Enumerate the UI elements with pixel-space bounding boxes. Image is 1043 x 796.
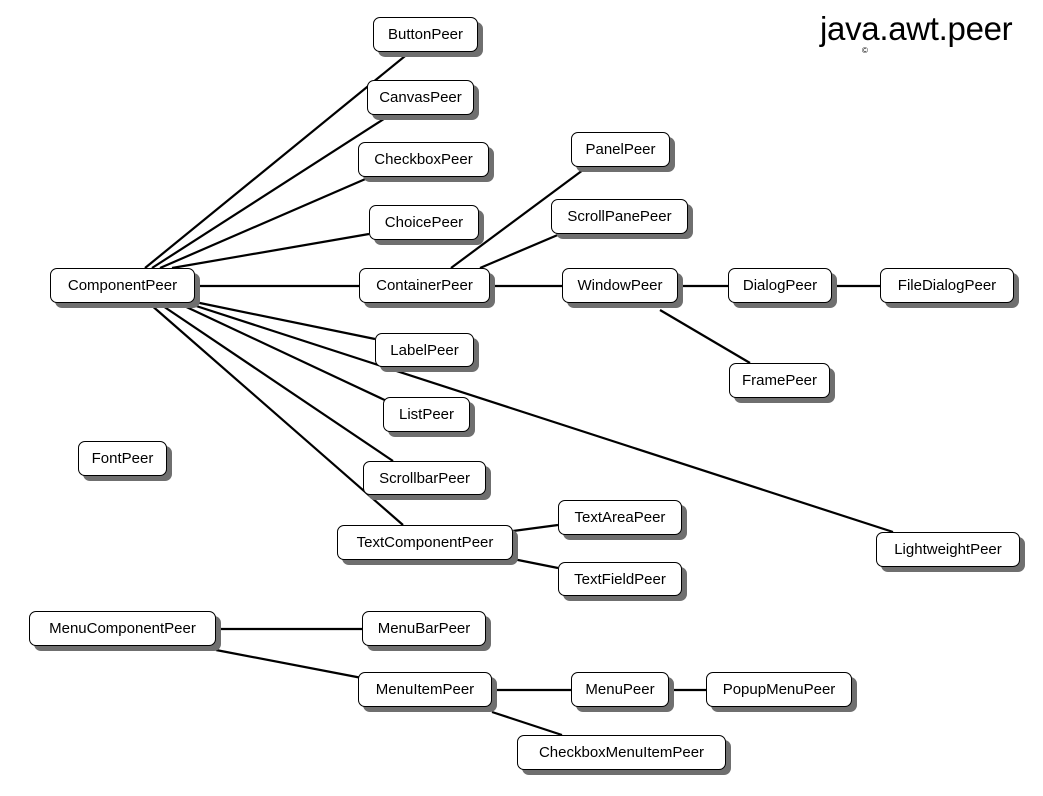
node-label: ButtonPeer: [387, 26, 464, 43]
edge-menu-component-peer-to-menu-item-peer: [215, 648, 363, 680]
node-label: ChoicePeer: [384, 214, 464, 231]
node-label: CheckboxPeer: [374, 151, 473, 168]
edge-component-peer-to-label-peer: [194, 300, 376, 341]
edge-component-peer-to-text-component-peer: [149, 303, 404, 526]
node-scrollbar-peer[interactable]: ScrollbarPeer: [363, 461, 486, 495]
node-label: MenuPeer: [585, 681, 655, 698]
node-label: CanvasPeer: [379, 89, 462, 106]
node-list-peer[interactable]: ListPeer: [383, 397, 470, 432]
node-label: TextComponentPeer: [356, 534, 494, 551]
node-font-peer[interactable]: FontPeer: [78, 441, 167, 476]
node-label-peer[interactable]: LabelPeer: [375, 333, 474, 367]
node-container-peer[interactable]: ContainerPeer: [359, 268, 490, 303]
node-menu-component-peer[interactable]: MenuComponentPeer: [29, 611, 216, 646]
node-checkbox-menu-item-peer[interactable]: CheckboxMenuItemPeer: [517, 735, 726, 770]
node-popup-menu-peer[interactable]: PopupMenuPeer: [706, 672, 852, 707]
node-text-area-peer[interactable]: TextAreaPeer: [558, 500, 682, 535]
node-dialog-peer[interactable]: DialogPeer: [728, 268, 832, 303]
node-file-dialog-peer[interactable]: FileDialogPeer: [880, 268, 1014, 303]
edge-component-peer-to-checkbox-peer: [159, 175, 371, 270]
copyright-mark: ©: [862, 46, 868, 55]
node-label: MenuComponentPeer: [49, 620, 196, 637]
node-label: LightweightPeer: [894, 541, 1002, 558]
node-button-peer[interactable]: ButtonPeer: [373, 17, 478, 52]
node-text-field-peer[interactable]: TextFieldPeer: [558, 562, 682, 596]
node-menu-item-peer[interactable]: MenuItemPeer: [358, 672, 492, 707]
edge-component-peer-to-lightweight-peer: [189, 302, 894, 534]
edge-menu-item-peer-to-checkbox-menu-item-peer: [491, 710, 563, 737]
node-menu-bar-peer[interactable]: MenuBarPeer: [362, 611, 486, 646]
edge-text-component-peer-to-text-field-peer: [512, 557, 559, 570]
node-label: ScrollPanePeer: [567, 208, 672, 225]
edge-window-peer-to-frame-peer: [659, 309, 751, 364]
node-lightweight-peer[interactable]: LightweightPeer: [876, 532, 1020, 567]
node-label: PopupMenuPeer: [722, 681, 836, 698]
node-menu-peer[interactable]: MenuPeer: [571, 672, 669, 707]
node-text-component-peer[interactable]: TextComponentPeer: [337, 525, 513, 560]
node-label: DialogPeer: [742, 277, 818, 294]
edge-component-peer-to-scrollbar-peer: [159, 303, 394, 462]
node-component-peer[interactable]: ComponentPeer: [50, 268, 195, 303]
edge-component-peer-to-choice-peer: [171, 232, 370, 270]
package-title: java.awt.peer: [820, 10, 1013, 47]
node-label: LabelPeer: [390, 341, 459, 359]
edge-container-peer-to-scroll-pane-peer: [479, 232, 561, 270]
node-label: ComponentPeer: [67, 277, 178, 294]
node-canvas-peer[interactable]: CanvasPeer: [367, 80, 474, 115]
node-label: PanelPeer: [585, 141, 656, 158]
node-label: MenuItemPeer: [375, 681, 475, 698]
edge-text-component-peer-to-text-area-peer: [512, 523, 559, 533]
node-label: ListPeer: [398, 406, 455, 423]
node-label: FontPeer: [91, 450, 154, 467]
node-label: MenuBarPeer: [377, 620, 471, 637]
node-label: FramePeer: [741, 372, 818, 389]
node-checkbox-peer[interactable]: CheckboxPeer: [358, 142, 489, 177]
node-label: ScrollbarPeer: [379, 469, 470, 487]
edge-component-peer-to-button-peer: [144, 51, 411, 269]
node-window-peer[interactable]: WindowPeer: [562, 268, 678, 303]
node-label: TextAreaPeer: [574, 509, 666, 526]
node-choice-peer[interactable]: ChoicePeer: [369, 205, 479, 240]
node-scroll-pane-peer[interactable]: ScrollPanePeer: [551, 199, 688, 234]
node-frame-peer[interactable]: FramePeer: [729, 363, 830, 398]
node-panel-peer[interactable]: PanelPeer: [571, 132, 670, 167]
edge-container-peer-to-panel-peer: [450, 166, 588, 269]
node-label: CheckboxMenuItemPeer: [538, 744, 705, 761]
node-label: FileDialogPeer: [897, 277, 997, 294]
node-label: TextFieldPeer: [574, 570, 666, 588]
edge-component-peer-to-list-peer: [179, 303, 392, 404]
edge-component-peer-to-canvas-peer: [151, 114, 391, 269]
node-label: ContainerPeer: [376, 277, 473, 294]
node-label: WindowPeer: [577, 277, 663, 294]
